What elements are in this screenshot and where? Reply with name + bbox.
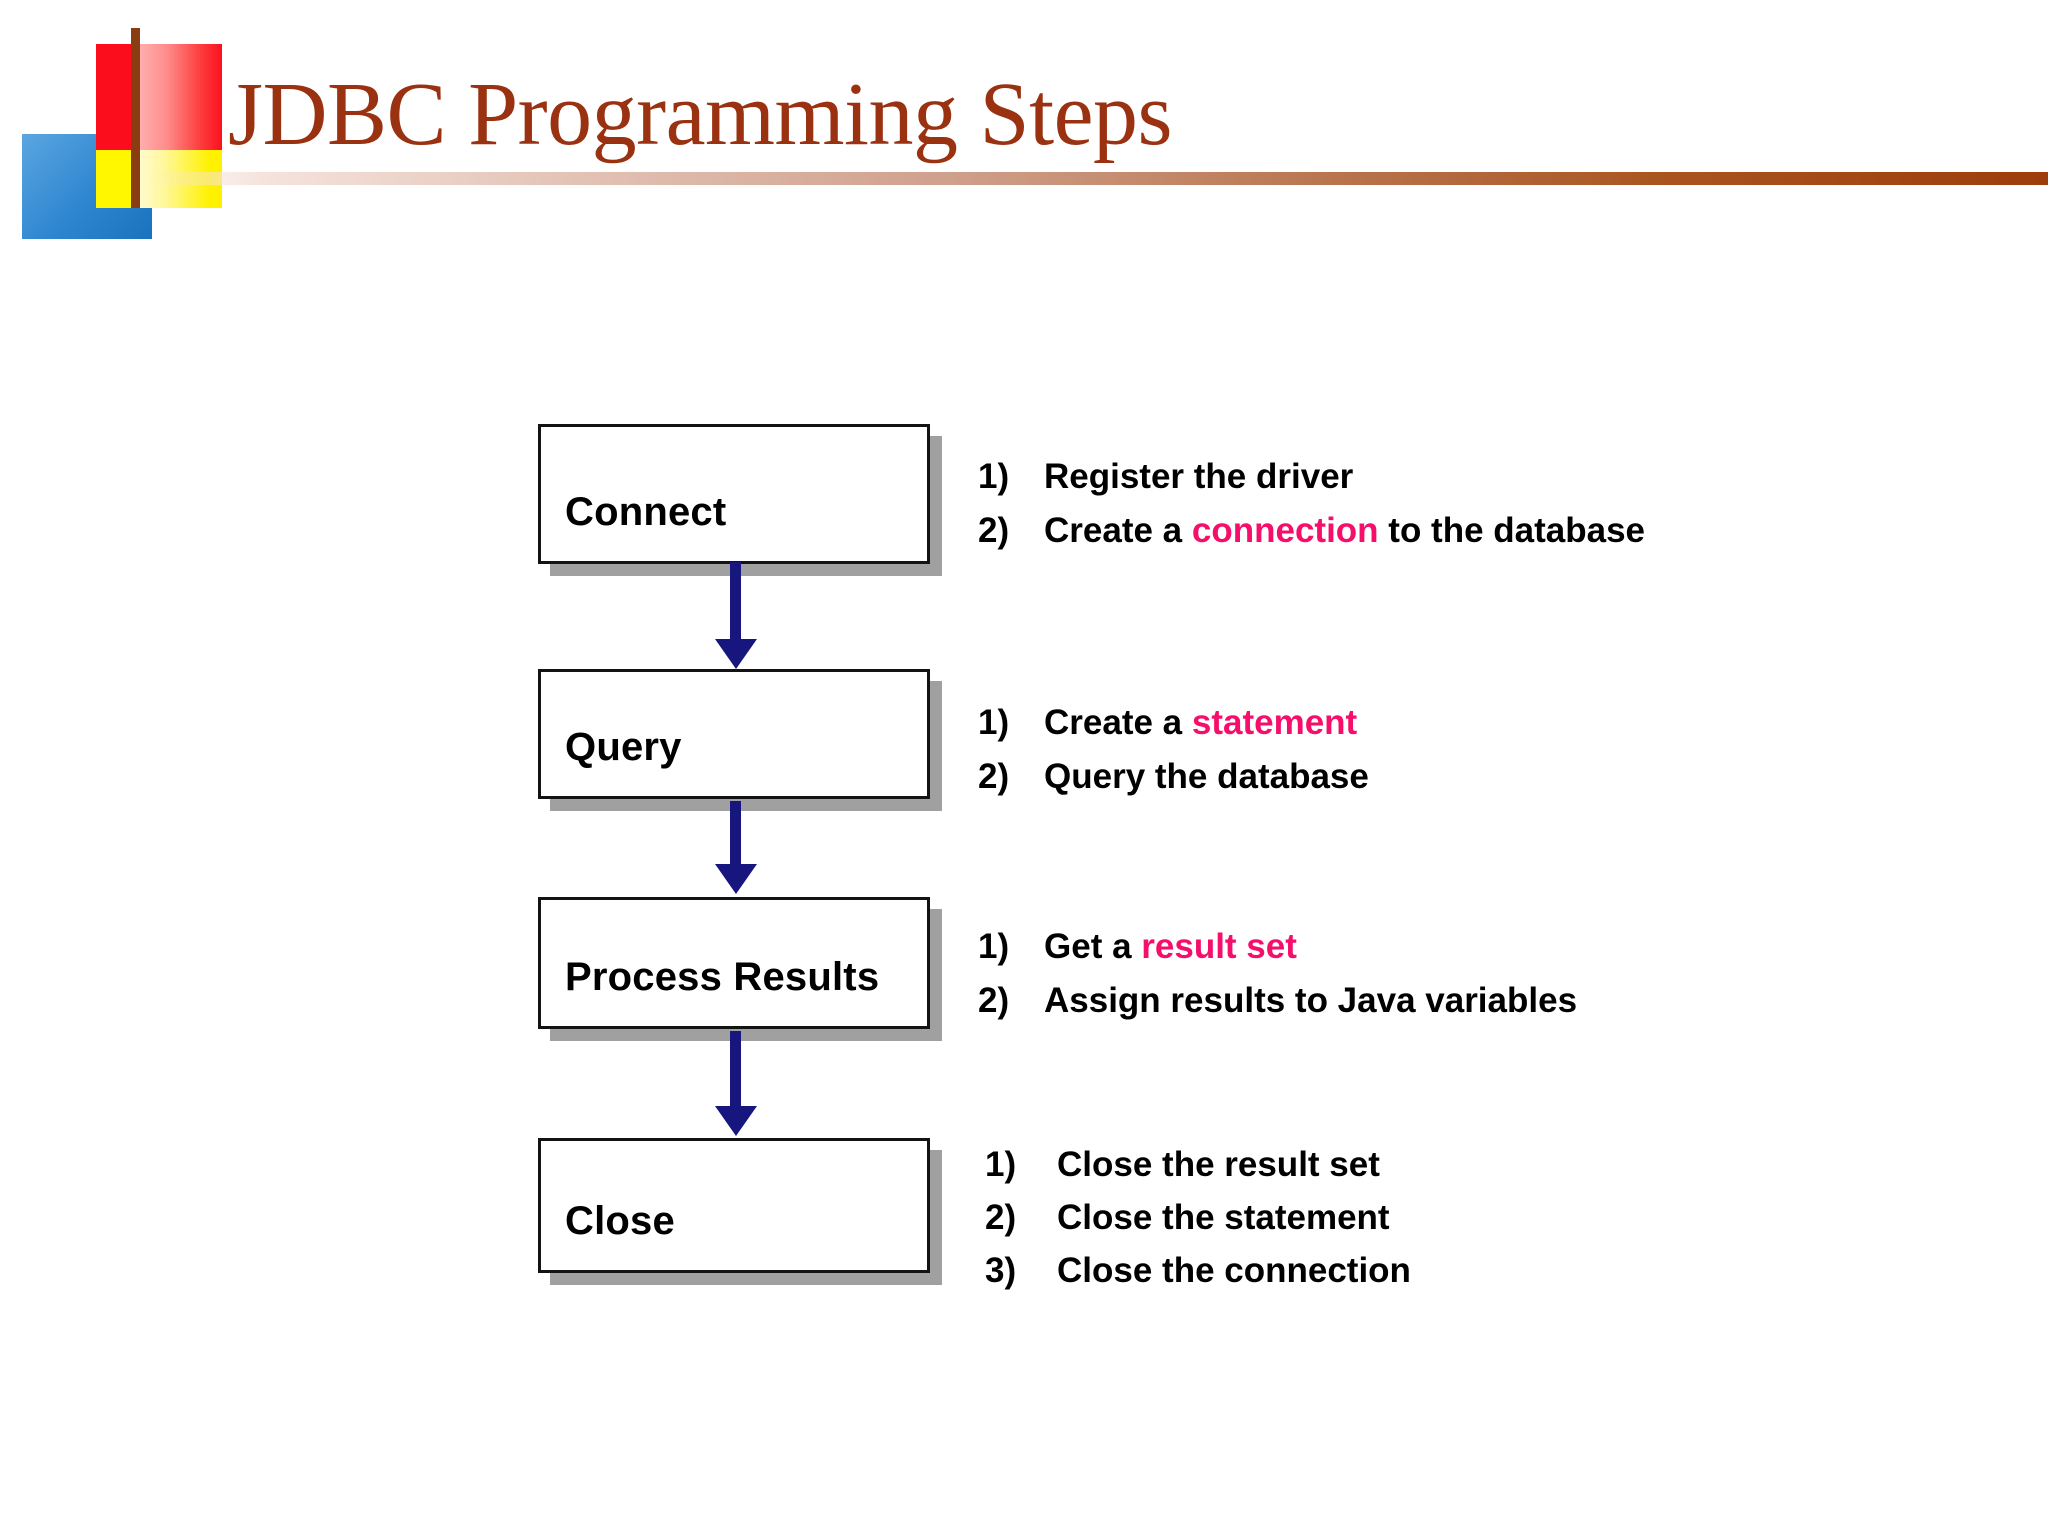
- list-item: 2) Create a connection to the database: [978, 504, 1645, 558]
- flow-step-label: Connect: [565, 490, 727, 534]
- logo-vertical-bar-icon: [131, 28, 140, 208]
- flow-arrow-connect-to-query: [730, 562, 741, 644]
- flow-step-label: Close: [565, 1199, 675, 1243]
- flow-step-description-process-results: 1) Get a result set 2) Assign results to…: [978, 920, 1577, 1028]
- flow-step-box-process-results[interactable]: Process Results: [538, 897, 930, 1029]
- list-item-text: Create a statement: [1044, 696, 1357, 750]
- flow-arrowhead-icon: [715, 1106, 757, 1136]
- list-item-number: 1): [978, 703, 1010, 742]
- logo-red-square-icon: [96, 44, 136, 150]
- list-item: 2) Query the database: [978, 750, 1369, 804]
- flow-step-label: Query: [565, 725, 682, 769]
- list-item-highlight: statement: [1191, 703, 1358, 742]
- list-item-number: 2): [978, 757, 1010, 796]
- list-item-highlight: connection: [1191, 511, 1379, 550]
- list-item: 1) Close the result set: [985, 1138, 1411, 1191]
- list-item-text: Create a connection to the database: [1044, 504, 1645, 558]
- flow-step-description-connect: 1) Register the driver 2) Create a conne…: [978, 450, 1645, 558]
- list-item-number: 1): [978, 927, 1010, 966]
- flow-arrowhead-icon: [715, 639, 757, 669]
- list-item-number: 2): [978, 981, 1010, 1020]
- list-item-text-pre: Create a: [1044, 511, 1192, 550]
- list-item-number: 1): [978, 457, 1010, 496]
- list-item-text: Query the database: [1044, 757, 1369, 796]
- list-item-number: 2): [985, 1198, 1017, 1237]
- list-item-highlight: result set: [1141, 927, 1297, 966]
- list-item: 2) Assign results to Java variables: [978, 974, 1577, 1028]
- list-item-text-post: to the database: [1378, 511, 1646, 550]
- flow-step-label: Process Results: [565, 955, 880, 999]
- list-item-text: Register the driver: [1044, 457, 1354, 496]
- flow-arrowhead-icon: [715, 864, 757, 894]
- flow-step-description-close: 1) Close the result set 2) Close the sta…: [985, 1138, 1411, 1297]
- logo-red-gradient-icon: [136, 44, 222, 150]
- list-item: 3) Close the connection: [985, 1244, 1411, 1297]
- list-item-text: Close the connection: [1057, 1251, 1411, 1290]
- flow-arrow-process-to-close: [730, 1031, 741, 1111]
- list-item-text-pre: Get a: [1044, 927, 1142, 966]
- list-item-number: 3): [985, 1251, 1017, 1290]
- list-item: 1) Create a statement: [978, 696, 1369, 750]
- list-item-text-pre: Create a: [1044, 703, 1192, 742]
- flow-step-box-close[interactable]: Close: [538, 1138, 930, 1273]
- slide-header: JDBC Programming Steps: [0, 0, 2048, 280]
- list-item: 2) Close the statement: [985, 1191, 1411, 1244]
- title-divider: [150, 172, 2048, 185]
- flow-step-box-connect[interactable]: Connect: [538, 424, 930, 564]
- list-item-text: Close the result set: [1057, 1145, 1380, 1184]
- list-item-text: Get a result set: [1044, 920, 1297, 974]
- list-item-number: 1): [985, 1145, 1017, 1184]
- flow-step-description-query: 1) Create a statement 2) Query the datab…: [978, 696, 1369, 804]
- list-item: 1) Register the driver: [978, 450, 1645, 504]
- flow-step-box-query[interactable]: Query: [538, 669, 930, 799]
- page-title: JDBC Programming Steps: [228, 65, 1173, 164]
- list-item-text: Assign results to Java variables: [1044, 981, 1578, 1020]
- list-item-text: Close the statement: [1057, 1198, 1390, 1237]
- list-item: 1) Get a result set: [978, 920, 1577, 974]
- list-item-number: 2): [978, 511, 1010, 550]
- flow-arrow-query-to-process: [730, 801, 741, 869]
